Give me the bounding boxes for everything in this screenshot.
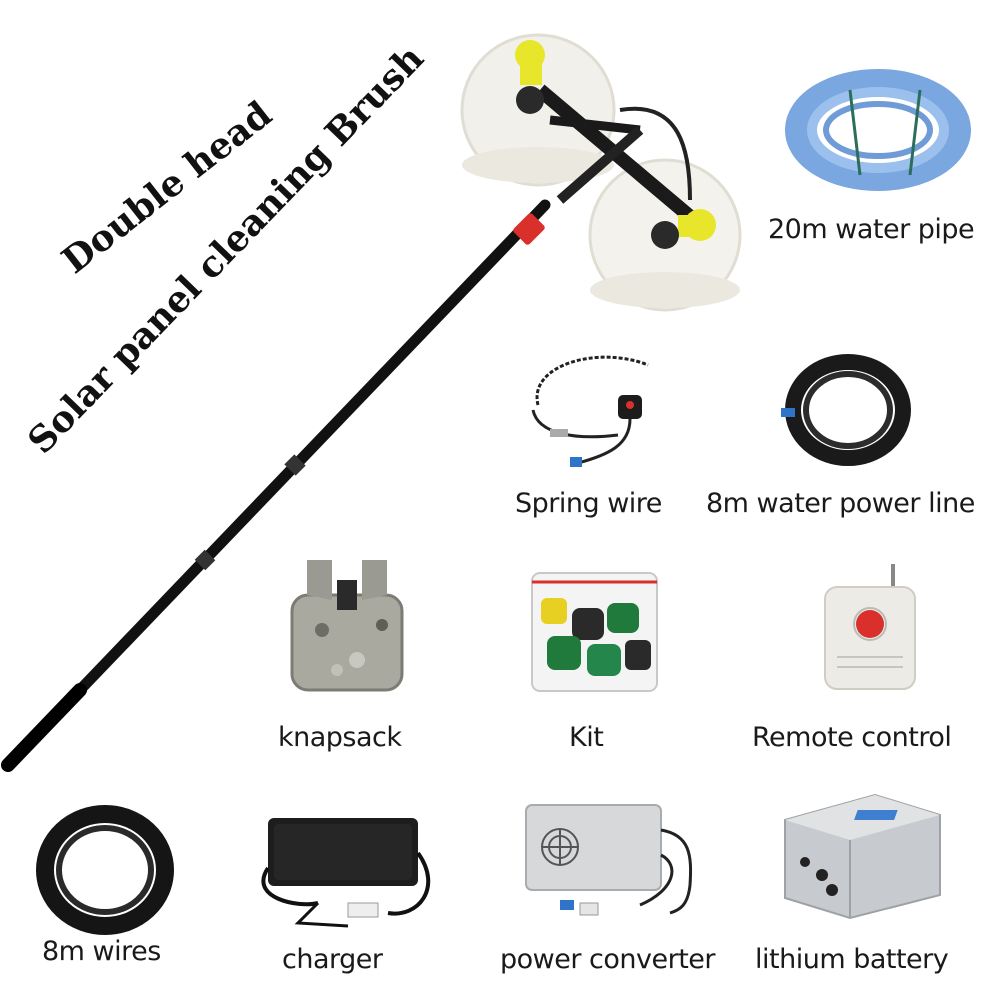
item-label-power-converter: power converter bbox=[500, 944, 716, 975]
power-converter-icon bbox=[525, 804, 692, 916]
water-pipe-coil-icon bbox=[785, 69, 971, 191]
kit-bag-icon bbox=[531, 572, 658, 692]
item-label-spring-wire: Spring wire bbox=[515, 488, 662, 519]
item-label-wires: 8m wires bbox=[42, 936, 161, 967]
item-label-kit: Kit bbox=[569, 722, 604, 753]
charger-icon bbox=[261, 818, 431, 928]
wire-coil-icon bbox=[36, 805, 174, 935]
item-label-knapsack: knapsack bbox=[278, 722, 402, 753]
water-power-line-coil-icon bbox=[781, 354, 911, 466]
lithium-battery-icon bbox=[784, 793, 941, 920]
item-label-lithium-battery: lithium battery bbox=[755, 944, 949, 975]
spring-wire-icon bbox=[531, 355, 649, 467]
item-label-remote-control: Remote control bbox=[752, 722, 952, 753]
item-label-water-pipe: 20m water pipe bbox=[768, 214, 975, 245]
item-label-water-power-line: 8m water power line bbox=[706, 488, 975, 519]
knapsack-icon bbox=[290, 560, 404, 692]
remote-control-icon bbox=[824, 564, 916, 690]
item-label-charger: charger bbox=[282, 944, 383, 975]
